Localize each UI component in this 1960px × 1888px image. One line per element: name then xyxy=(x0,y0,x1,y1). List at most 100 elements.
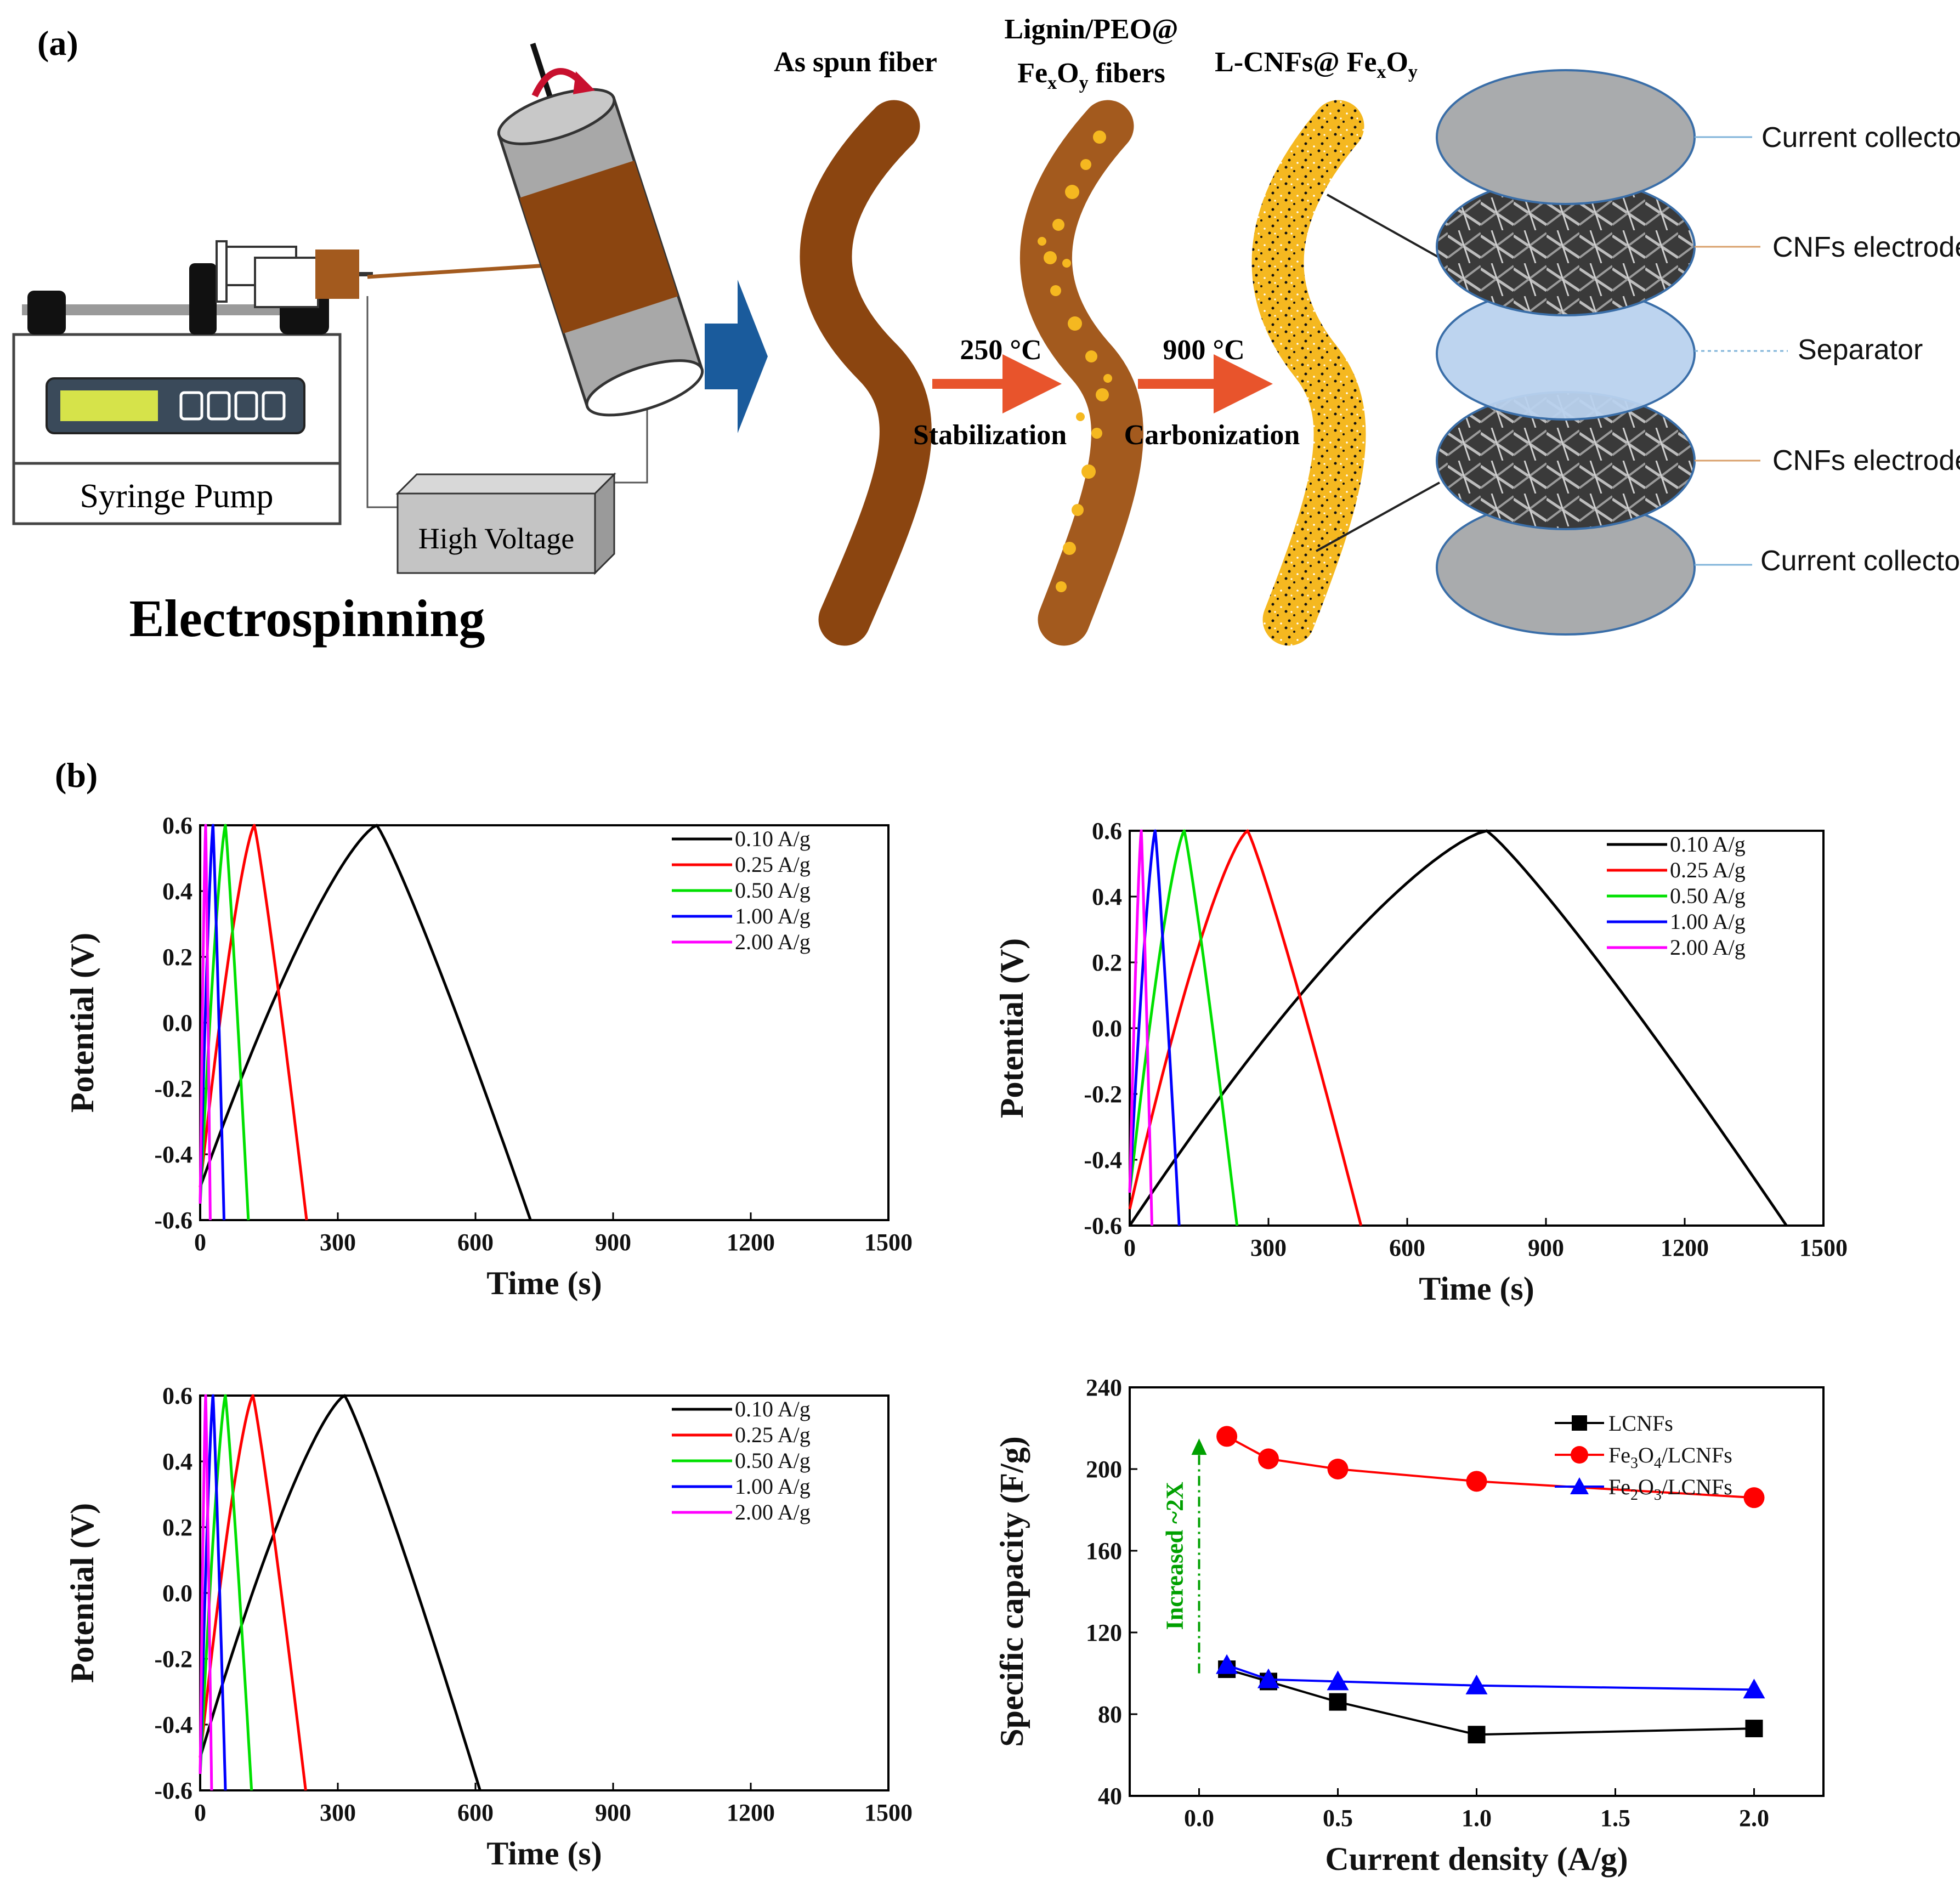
x-tick-label: 0.5 xyxy=(1323,1805,1353,1832)
y-tick-label: 0.6 xyxy=(162,812,192,839)
carbonization-label: Carbonization xyxy=(1124,419,1300,451)
data-point xyxy=(1743,1487,1765,1509)
x-tick-label: 1500 xyxy=(864,1229,913,1256)
x-tick-label: 0 xyxy=(1124,1234,1136,1261)
data-point xyxy=(1327,1459,1349,1479)
stack-label-current-collector-bottom: Current collector xyxy=(1760,545,1960,577)
legend-label: 0.25 A/g xyxy=(735,852,811,877)
x-tick-label: 1.5 xyxy=(1600,1805,1630,1832)
series-line-200Ag xyxy=(1128,829,1153,1226)
series-line-010Ag xyxy=(199,1394,481,1791)
y-tick-label: -0.6 xyxy=(154,1777,192,1804)
rotating-drum-collector xyxy=(497,43,704,417)
x-tick-label: 600 xyxy=(457,1229,494,1256)
series-line-LCNFs xyxy=(1226,1668,1754,1736)
data-point xyxy=(1258,1448,1279,1470)
legend-label-part: /LCNFs xyxy=(1662,1475,1732,1499)
x-tick-label: 1.0 xyxy=(1461,1805,1492,1832)
legend-label: 0.25 A/g xyxy=(1670,858,1746,882)
annotation-arrow-head xyxy=(1191,1438,1207,1455)
x-axis-title: Time (s) xyxy=(1419,1271,1534,1307)
y-tick-label: 80 xyxy=(1098,1701,1122,1728)
data-point xyxy=(1468,1726,1486,1744)
as-spun-fiber-label: As spun fiber xyxy=(774,47,937,78)
legend-label-part: LCNFs xyxy=(1608,1411,1673,1436)
data-point xyxy=(1257,1668,1279,1688)
x-tick-label: 2.0 xyxy=(1739,1805,1769,1832)
legend-label: 0.50 A/g xyxy=(735,1448,811,1473)
legend-label-part: 4 xyxy=(1654,1455,1662,1472)
x-tick-label: 600 xyxy=(1389,1234,1425,1261)
x-tick-label: 1200 xyxy=(1661,1234,1709,1261)
y-tick-label: -0.2 xyxy=(1084,1081,1122,1108)
x-tick-label: 0 xyxy=(194,1799,206,1826)
legend-label: 0.10 A/g xyxy=(735,826,811,851)
data-point xyxy=(1329,1693,1347,1711)
data-point xyxy=(1216,1426,1238,1447)
process-arrow-icon xyxy=(705,280,768,433)
x-tick-label: 600 xyxy=(457,1799,494,1826)
x-tick-label: 900 xyxy=(595,1229,631,1256)
as-spun-fiber xyxy=(800,100,932,646)
legend-label-part: 3 xyxy=(1630,1455,1638,1472)
x-tick-label: 1500 xyxy=(864,1799,913,1826)
high-voltage-label: High Voltage xyxy=(418,522,575,555)
legend-label: Fe3O4/LCNFs xyxy=(1608,1443,1732,1472)
data-point xyxy=(1743,1679,1765,1699)
legend-label: 1.00 A/g xyxy=(1670,909,1746,934)
syringe-pump-label: Syringe Pump xyxy=(80,478,273,515)
needle-holder xyxy=(315,250,359,299)
y-tick-label: -0.6 xyxy=(1084,1212,1122,1239)
x-tick-label: 0.0 xyxy=(1184,1805,1214,1832)
legend-label-part: O xyxy=(1638,1475,1654,1499)
y-tick-label: 0.4 xyxy=(162,1448,192,1475)
legend-label: 0.50 A/g xyxy=(735,878,811,903)
y-tick-label: 40 xyxy=(1098,1783,1122,1810)
legend-label: 1.00 A/g xyxy=(735,1474,811,1499)
x-tick-label: 300 xyxy=(320,1229,356,1256)
current-collector-top xyxy=(1436,69,1696,205)
legend-label-part: 3 xyxy=(1654,1487,1662,1504)
data-point xyxy=(1465,1674,1488,1694)
y-tick-label: 0.0 xyxy=(162,1010,192,1036)
legend-marker xyxy=(1570,1477,1589,1494)
stabilization-label: Stabilization xyxy=(913,419,1067,451)
x-tick-label: 0 xyxy=(194,1229,206,1256)
legend-label-part: O xyxy=(1638,1443,1654,1467)
x-tick-label: 1200 xyxy=(727,1229,775,1256)
y-axis-title: Specific capacity (F/g) xyxy=(994,1436,1030,1747)
supercapacitor-stack xyxy=(1436,69,1696,636)
y-tick-label: 0.2 xyxy=(1092,949,1122,976)
stack-label-separator: Separator xyxy=(1798,334,1923,366)
stack-label-cnfs-electrode-top: CNFs electrode xyxy=(1772,231,1960,263)
y-tick-label: -0.6 xyxy=(154,1207,192,1234)
data-point xyxy=(1745,1720,1763,1738)
y-tick-label: 240 xyxy=(1086,1374,1122,1401)
legend-label-part: 2 xyxy=(1630,1487,1638,1504)
y-tick-label: 0.4 xyxy=(1092,883,1122,910)
stack-label-current-collector-top: Current collector xyxy=(1761,122,1960,154)
y-tick-label: 0.6 xyxy=(162,1382,192,1409)
data-point xyxy=(1466,1471,1487,1492)
data-point xyxy=(1216,1654,1238,1674)
lignin-peo-label-line1: Lignin/PEO@ xyxy=(1004,14,1178,45)
pump-display-screen xyxy=(60,390,158,421)
x-tick-label: 300 xyxy=(1250,1234,1287,1261)
x-tick-label: 300 xyxy=(320,1799,356,1826)
lignin-peo-fiber xyxy=(1020,100,1143,646)
legend-label-part: /LCNFs xyxy=(1662,1443,1732,1467)
l-cnfs-label: L-CNFs@ FexOy xyxy=(1215,47,1418,82)
y-tick-label: 0.2 xyxy=(162,944,192,971)
y-tick-label: 0.0 xyxy=(162,1580,192,1607)
temperature-900-label: 900 °C xyxy=(1163,334,1244,366)
legend-label: 0.10 A/g xyxy=(735,1397,811,1421)
annotation-label: Increased ~2X xyxy=(1162,1482,1188,1630)
legend-marker xyxy=(1571,1446,1588,1464)
y-tick-label: -0.2 xyxy=(154,1075,192,1102)
series-line-025Ag xyxy=(1128,829,1363,1226)
pump-display-digits xyxy=(179,391,286,421)
